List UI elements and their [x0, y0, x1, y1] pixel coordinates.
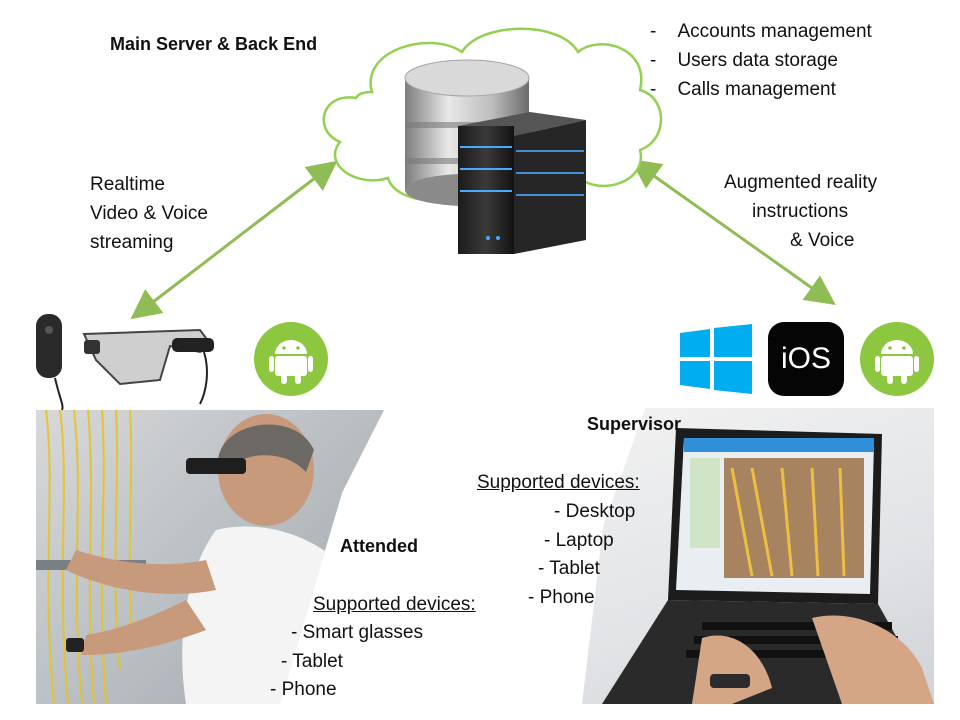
feature-item: - Accounts management [650, 21, 872, 42]
attended-device-item: - Tablet [281, 651, 343, 672]
server-feature-list: - Accounts management - Users data stora… [650, 17, 872, 104]
right-link-arrow [630, 159, 836, 305]
ios-icon: iOS [768, 322, 844, 396]
supervisor-device-item: - Desktop [554, 501, 636, 522]
smart-glasses-icon [36, 314, 214, 411]
supervisor-title: Supervisor [587, 414, 682, 434]
laptop-illustration [602, 428, 934, 704]
supervisor-device-item: - Laptop [544, 530, 614, 551]
attended-device-item: - Phone [270, 679, 337, 700]
supervisor-laptop-photo [582, 408, 934, 704]
feature-item: - Users data storage [650, 50, 838, 71]
supervisor-device-item: - Phone [528, 587, 595, 608]
supervisor-device-item: - Tablet [538, 558, 600, 579]
supervisor-devices-heading: Supported devices: [477, 472, 640, 493]
left-link-label: Realtime Video & Voice streaming [90, 174, 208, 253]
windows-icon [680, 324, 752, 394]
feature-item: - Calls management [650, 79, 836, 100]
right-link-label: Augmented reality instructions & Voice [724, 172, 878, 251]
android-icon [860, 322, 934, 396]
server-tower-icon [458, 112, 586, 254]
ios-label: iOS [780, 342, 831, 375]
server-title: Main Server & Back End [110, 34, 318, 54]
left-link-arrow [130, 160, 338, 320]
attended-title: Attended [340, 536, 418, 556]
attended-device-item: - Smart glasses [291, 622, 423, 643]
attended-devices-heading: Supported devices: [313, 594, 476, 615]
android-icon [254, 322, 328, 396]
